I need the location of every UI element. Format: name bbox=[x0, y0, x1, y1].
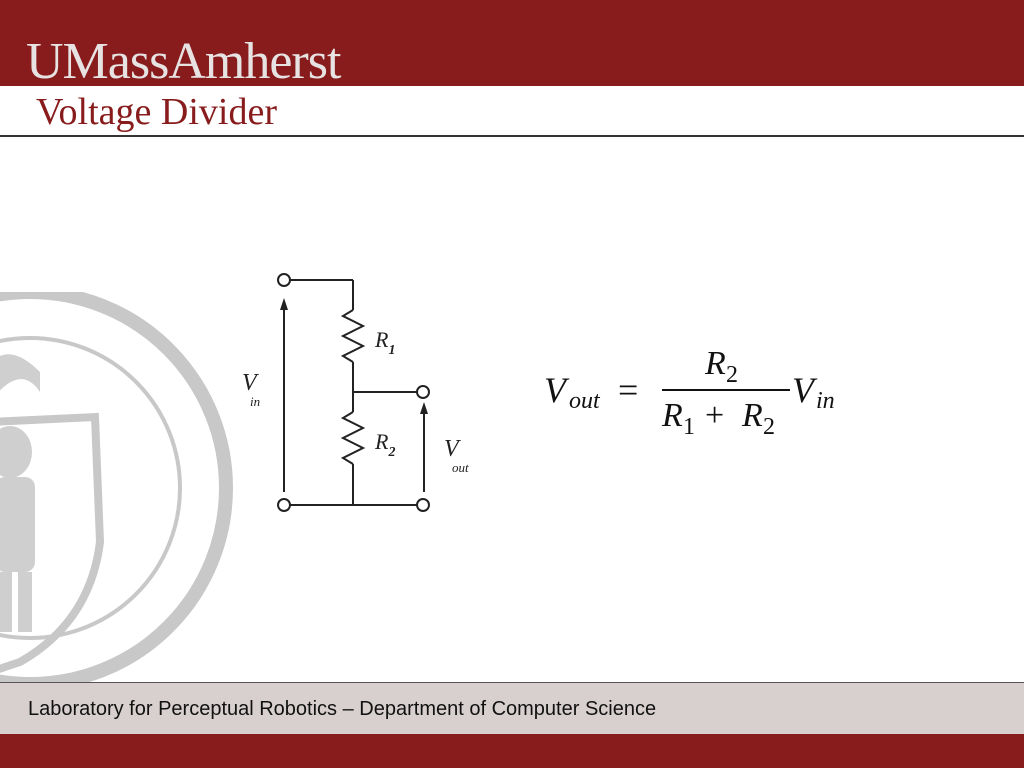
terminal-out bbox=[416, 385, 430, 399]
voltage-divider-circuit: R1 R2 V in V out bbox=[242, 273, 469, 512]
formula-plus: + bbox=[705, 397, 724, 434]
formula-vin: V bbox=[792, 370, 818, 410]
footer-text: Laboratory for Perceptual Robotics – Dep… bbox=[28, 698, 657, 720]
header-band bbox=[0, 0, 1024, 86]
terminal-top bbox=[277, 273, 291, 287]
vin-subscript: in bbox=[250, 394, 260, 409]
r1-subscript: 1 bbox=[388, 343, 395, 358]
bottom-band bbox=[0, 734, 1024, 768]
voltage-divider-formula: V out = R 2 R 1 + R 2 V in bbox=[544, 345, 835, 440]
r2-subscript: 2 bbox=[387, 445, 395, 460]
formula-denominator-r2: R bbox=[741, 397, 763, 434]
formula-numerator-subscript: 2 bbox=[726, 362, 738, 388]
svg-text:R2: R2 bbox=[374, 429, 395, 460]
formula-vout: V bbox=[544, 370, 570, 410]
formula-equals: = bbox=[618, 370, 638, 410]
formula-vout-subscript: out bbox=[569, 388, 601, 414]
r2-label: R bbox=[374, 429, 389, 454]
terminal-bottom-left bbox=[277, 498, 291, 512]
formula-denominator-r2-subscript: 2 bbox=[763, 414, 775, 440]
state-seal-watermark: MASSACHUSETTS bbox=[0, 292, 233, 684]
vout-subscript: out bbox=[452, 460, 469, 475]
svg-text:MASSACHUSETTS: MASSACHUSETTS bbox=[0, 292, 211, 488]
slide-title: Voltage Divider bbox=[36, 91, 277, 133]
terminal-bottom-right bbox=[416, 498, 430, 512]
r1-label: R bbox=[374, 327, 389, 352]
svg-text:R1: R1 bbox=[374, 327, 395, 358]
resistor-r1 bbox=[340, 309, 366, 363]
footer-bar bbox=[0, 682, 1024, 735]
formula-numerator-r: R bbox=[704, 345, 726, 382]
vout-label: V bbox=[444, 436, 461, 462]
vin-label: V bbox=[242, 370, 259, 396]
resistor-r2 bbox=[340, 411, 366, 465]
university-logo: UMassAmherst bbox=[26, 33, 341, 90]
formula-vin-subscript: in bbox=[816, 388, 835, 414]
formula-denominator-r1: R bbox=[661, 397, 683, 434]
formula-denominator-r1-subscript: 1 bbox=[683, 414, 695, 440]
title-divider bbox=[0, 135, 1024, 137]
